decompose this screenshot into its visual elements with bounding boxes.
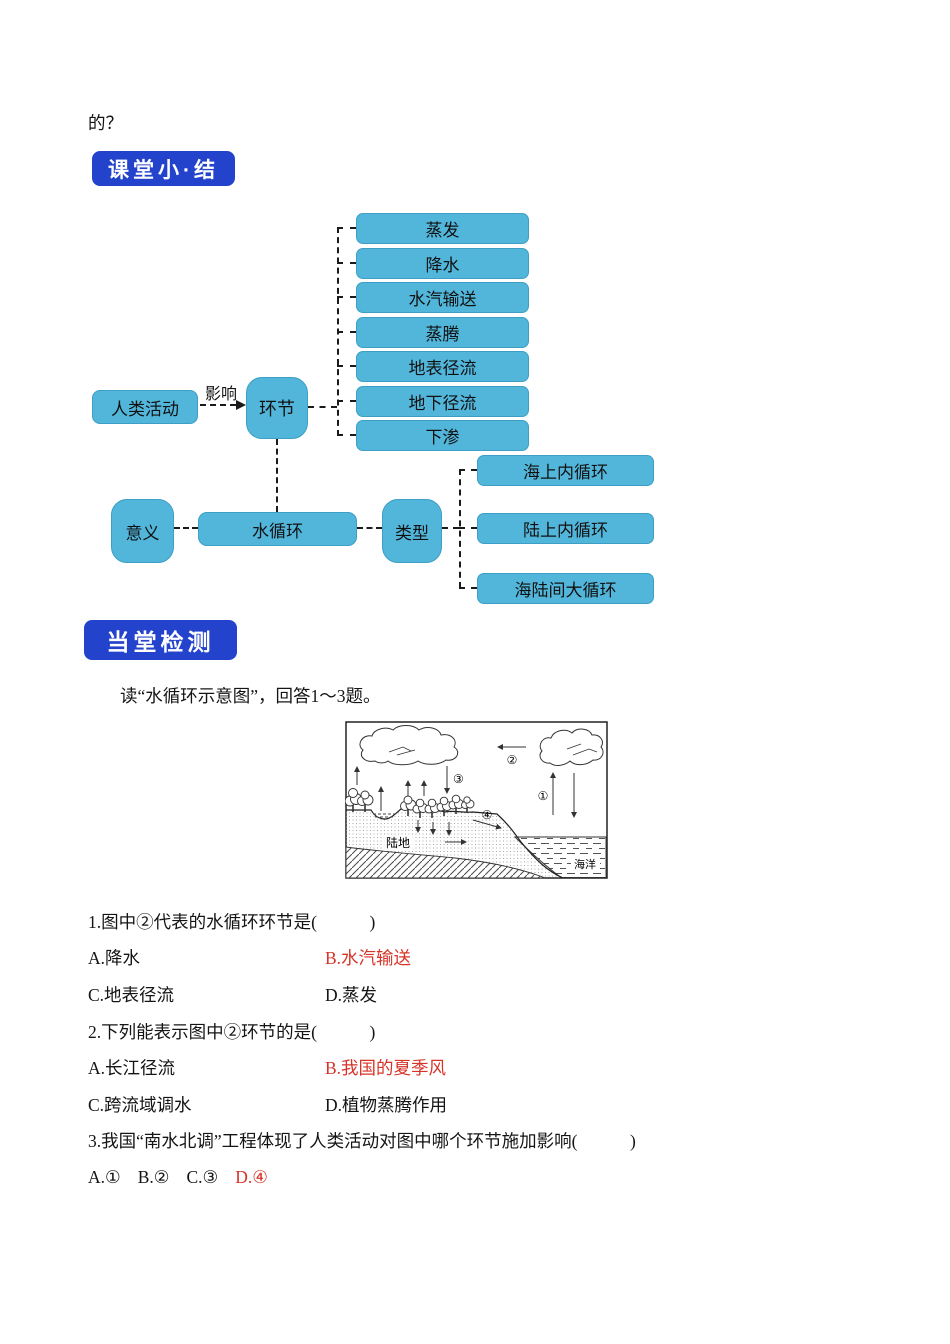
label-land: 陆地 xyxy=(386,835,410,850)
q1-option-c: C.地表径流 xyxy=(88,984,175,1005)
connector xyxy=(337,331,356,333)
question-1-options-row-1: A.降水 B.水汽输送 xyxy=(88,940,808,977)
influence-label: 影响 xyxy=(204,386,237,403)
node-human-activity: 人类活动 xyxy=(92,390,198,424)
trees xyxy=(345,788,475,818)
question-1-stem: 1.图中②代表的水循环环节是( ) xyxy=(88,911,376,932)
question-2-options-row-2: C.跨流域调水 D.植物蒸腾作用 xyxy=(88,1086,808,1123)
section-badge-summary: 课堂小·结 xyxy=(92,151,235,186)
leftover-text: 的？ xyxy=(88,113,123,133)
q2-option-a: A.长江径流 xyxy=(88,1058,176,1079)
q3-option-b: B.② xyxy=(137,1166,170,1187)
connector xyxy=(276,439,278,512)
node-sea-land-cycle: 海陆间大循环 xyxy=(477,573,654,604)
connector xyxy=(174,527,198,529)
connector xyxy=(337,262,356,264)
q1-option-b: B.水汽输送 xyxy=(325,948,412,969)
node-surface-runoff: 地表径流 xyxy=(356,351,529,382)
summary-badge-label: 课堂小·结 xyxy=(108,158,219,182)
q1-option-d: D.蒸发 xyxy=(325,984,378,1005)
q1-option-a: A.降水 xyxy=(88,948,141,969)
question-1-options-row-2: C.地表径流 D.蒸发 xyxy=(88,976,808,1013)
water-cycle-figure: ② ③ ① ④ 陆地 海洋 xyxy=(345,721,608,879)
label-circle2: ② xyxy=(507,753,518,767)
node-infiltration: 下渗 xyxy=(356,420,529,451)
cloud-left xyxy=(359,725,459,766)
node-transpiration: 蒸腾 xyxy=(356,317,529,348)
connector xyxy=(337,227,356,229)
q2-option-b: B.我国的夏季风 xyxy=(325,1058,447,1079)
ocean-label-bg xyxy=(571,858,600,870)
land-label-bg xyxy=(382,835,415,849)
connector xyxy=(357,527,382,529)
connector xyxy=(337,296,356,298)
pond-water xyxy=(373,813,395,818)
connector xyxy=(459,527,477,529)
question-block: 1.图中②代表的水循环环节是( ) A.降水 B.水汽输送 C.地表径流 D.蒸… xyxy=(88,903,808,1196)
label-ocean: 海洋 xyxy=(574,857,596,871)
q3-option-c: C.③ xyxy=(186,1166,219,1187)
node-vapor-transport: 水汽输送 xyxy=(356,282,529,313)
node-land-cycle: 陆上内循环 xyxy=(477,513,654,544)
connector-influence xyxy=(200,404,236,406)
quiz-intro-text: 读“水循环示意图”，回答1～3题。 xyxy=(120,686,381,706)
q3-option-a: A.① xyxy=(88,1166,121,1187)
summary-concept-map: 影响 人类活动 环节 蒸发 降水 水汽输送 蒸腾 地表径流 地下径流 下渗 意义… xyxy=(0,0,950,620)
cloud-left-detail xyxy=(388,746,416,756)
node-underground-runoff: 地下径流 xyxy=(356,386,529,417)
flux-arrows xyxy=(354,744,577,845)
cloud-right-detail xyxy=(566,743,598,756)
connector xyxy=(442,527,459,529)
q2-option-d: D.植物蒸腾作用 xyxy=(325,1094,448,1115)
question-3-stem: 3.我国“南水北调”工程体现了人类活动对图中哪个环节施加影响( ) xyxy=(88,1131,636,1152)
label-circle1: ① xyxy=(538,789,549,803)
node-links: 环节 xyxy=(246,377,308,439)
node-types: 类型 xyxy=(382,499,442,563)
node-sea-cycle: 海上内循环 xyxy=(477,455,654,486)
connector xyxy=(459,469,477,471)
node-significance: 意义 xyxy=(111,499,174,563)
node-water-cycle: 水循环 xyxy=(198,512,357,546)
connector xyxy=(337,365,356,367)
quiz-badge-label: 当堂检测 xyxy=(106,629,215,655)
q2-option-c: C.跨流域调水 xyxy=(88,1094,192,1115)
bedrock-hatch xyxy=(345,846,546,879)
label-circle4: ④ xyxy=(482,808,493,822)
question-3-options-row: A.① B.② C.③ D.④ xyxy=(88,1159,808,1196)
connector xyxy=(337,434,356,436)
q3-option-d: D.④ xyxy=(235,1166,268,1187)
question-2-options-row-1: A.长江径流 B.我国的夏季风 xyxy=(88,1049,808,1086)
section-badge-quiz: 当堂检测 xyxy=(84,620,237,660)
arrowhead-icon xyxy=(236,400,246,410)
label-circle3: ③ xyxy=(453,772,464,786)
node-evaporation: 蒸发 xyxy=(356,213,529,244)
connector xyxy=(308,406,337,408)
connector xyxy=(459,587,477,589)
question-2-stem: 2.下列能表示图中②环节的是( ) xyxy=(88,1021,376,1042)
node-precipitation: 降水 xyxy=(356,248,529,279)
connector xyxy=(337,400,356,402)
